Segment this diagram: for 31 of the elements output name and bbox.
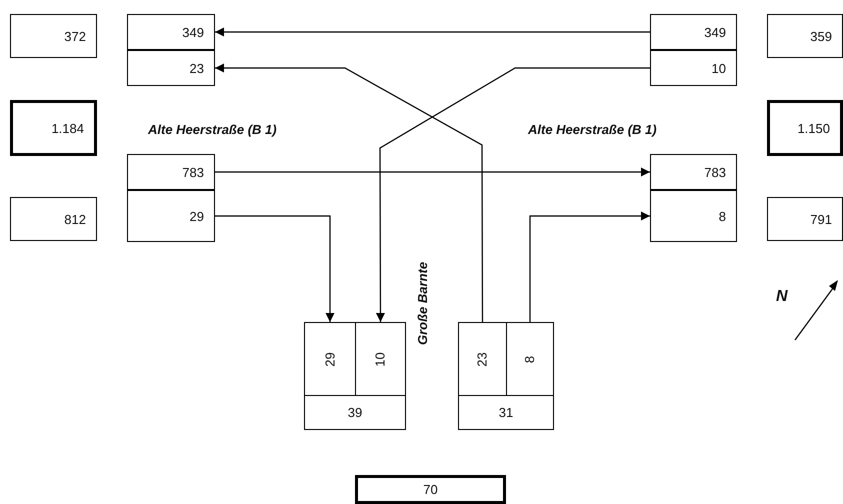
count-box: 783 [127,154,215,190]
arrow [215,28,650,36]
count-box: 10 [650,50,737,86]
count-box: 23 [458,322,507,396]
count-box: 8 [506,322,554,396]
count-box: 10 [355,322,406,396]
north-label: N [776,288,788,306]
count-box: 812 [10,197,97,241]
count-box: 349 [127,14,215,50]
arrow [529,212,650,322]
count-box: 8 [650,190,737,242]
arrow [376,67,650,322]
street-name: Große Barnte [415,262,430,345]
count-box: 39 [304,395,406,430]
street-name: Alte Heerstraße (B 1) [528,122,657,137]
count-box: 791 [767,197,843,241]
count-box: 372 [10,14,97,58]
count-box: 29 [304,322,356,396]
arrow [215,215,334,322]
count-box: 783 [650,154,737,190]
total-count-box: 70 [355,475,506,504]
count-box: 31 [458,395,554,430]
street-name: Alte Heerstraße (B 1) [148,122,277,137]
arrow [215,64,484,322]
count-box: 23 [127,50,215,86]
count-box: 29 [127,190,215,242]
total-count-box: 1.184 [10,100,97,156]
arrow [215,168,650,176]
count-box: 359 [767,14,843,58]
count-box: 349 [650,14,737,50]
total-count-box: 1.150 [767,100,843,156]
